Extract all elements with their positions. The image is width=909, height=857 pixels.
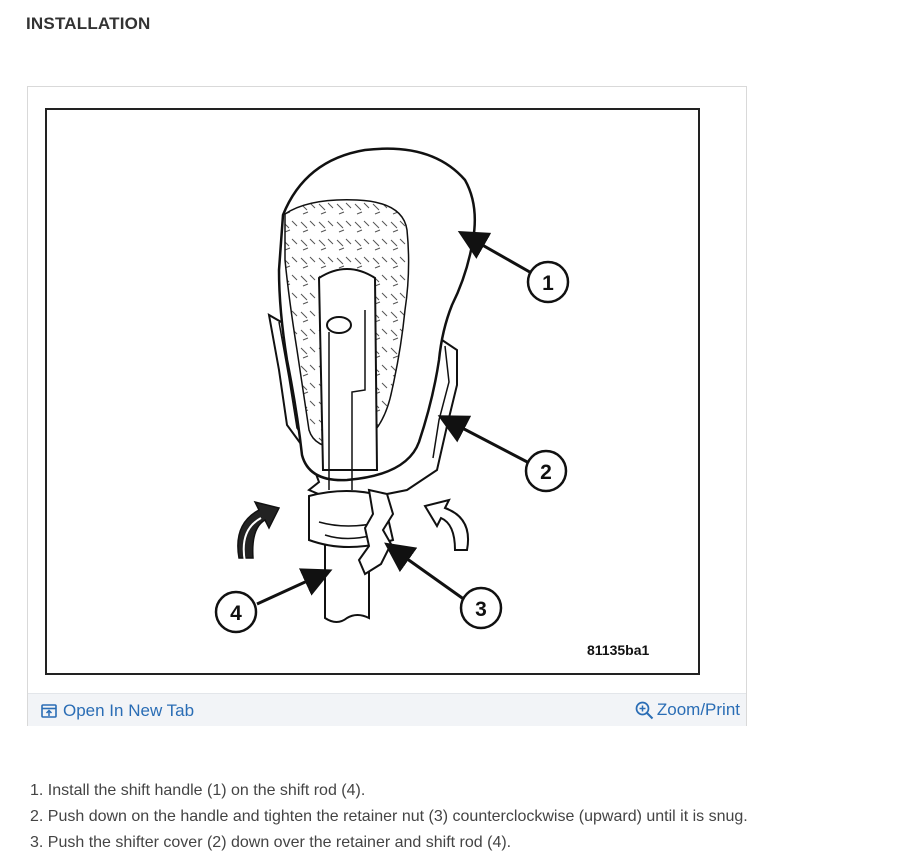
- figure-code: 81135ba1: [587, 642, 650, 658]
- open-in-new-tab-label: Open In New Tab: [63, 701, 195, 720]
- callout-2: 2: [524, 449, 568, 493]
- callout-4: 4: [214, 590, 258, 634]
- step-item: 3. Push the shifter cover (2) down over …: [30, 834, 512, 851]
- zoom-print-label: Zoom/Print: [656, 700, 740, 719]
- figure-footer: Open In New Tab Zoom/Print: [28, 693, 746, 726]
- installation-diagram: 1 2 3 4 81135ba1: [45, 108, 700, 675]
- callout-3: 3: [459, 586, 503, 630]
- section-title: INSTALLATION: [26, 14, 151, 33]
- installation-steps: 1. Install the shift handle (1) on the s…: [30, 778, 748, 856]
- svg-text:2: 2: [540, 461, 552, 484]
- step-item: 2. Push down on the handle and tighten t…: [30, 808, 748, 825]
- shift-handle-illustration: 1 2 3 4: [214, 147, 570, 634]
- open-in-new-tab-link[interactable]: Open In New Tab: [41, 701, 194, 721]
- figure-card: 1 2 3 4 81135ba1 Open In New Tab: [27, 86, 747, 726]
- svg-text:3: 3: [475, 598, 487, 621]
- svg-text:4: 4: [230, 602, 242, 625]
- open-new-tab-icon: [41, 704, 57, 718]
- step-item: 1. Install the shift handle (1) on the s…: [30, 782, 366, 799]
- callout-1: 1: [526, 260, 570, 304]
- zoom-print-link[interactable]: Zoom/Print: [635, 700, 740, 720]
- zoom-in-icon: [635, 701, 654, 719]
- svg-text:1: 1: [542, 272, 554, 295]
